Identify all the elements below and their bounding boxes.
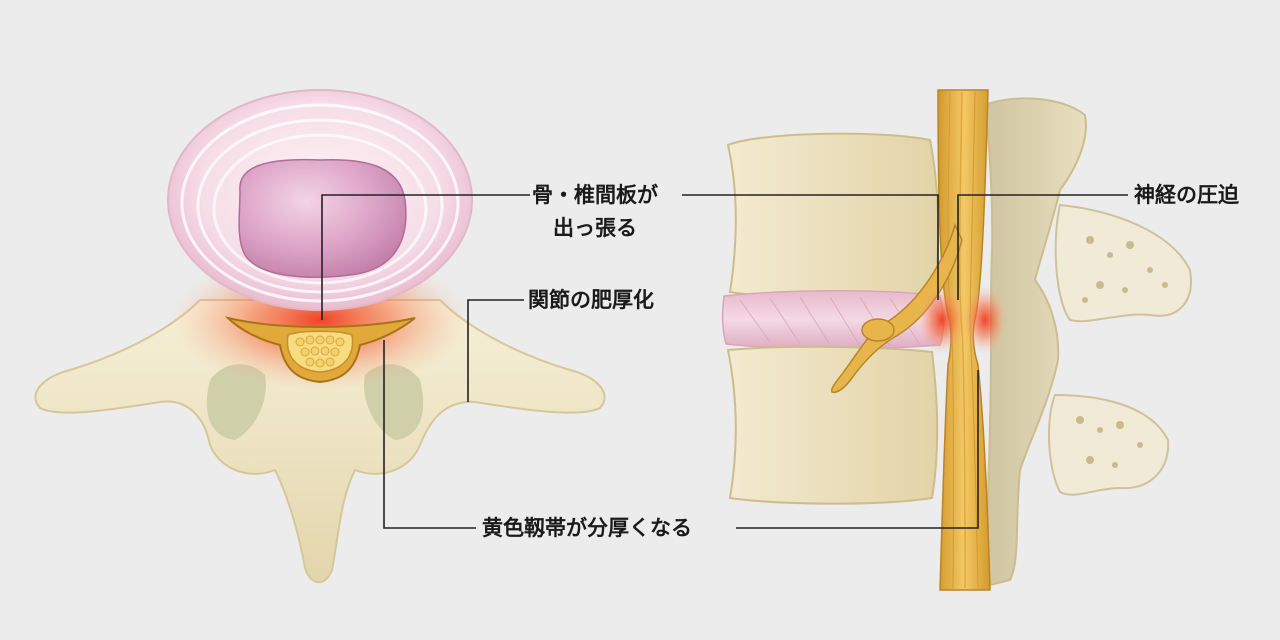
compression-glow-right bbox=[963, 286, 1007, 354]
label-facet-joint-thickening: 関節の肥厚化 bbox=[524, 283, 658, 317]
dorsal-root-ganglion bbox=[862, 319, 894, 341]
sagittal-spine bbox=[723, 90, 1191, 590]
label-bone-disc-line1: 骨・椎間板が bbox=[532, 178, 658, 211]
label-bone-disc-line2: 出っ張る bbox=[532, 211, 658, 244]
axial-vertebra bbox=[35, 90, 604, 582]
upper-vertebral-body bbox=[728, 134, 938, 299]
spinous-process-lower bbox=[1049, 395, 1168, 495]
spinous-process-upper bbox=[1056, 205, 1191, 321]
label-nerve-compression: 神経の圧迫 bbox=[1130, 178, 1243, 212]
lower-vertebral-body bbox=[728, 347, 937, 504]
label-ligament-thickening: 黄色靱帯が分厚くなる bbox=[478, 511, 696, 545]
label-bone-disc-protrusion: 骨・椎間板が 出っ張る bbox=[528, 178, 662, 244]
